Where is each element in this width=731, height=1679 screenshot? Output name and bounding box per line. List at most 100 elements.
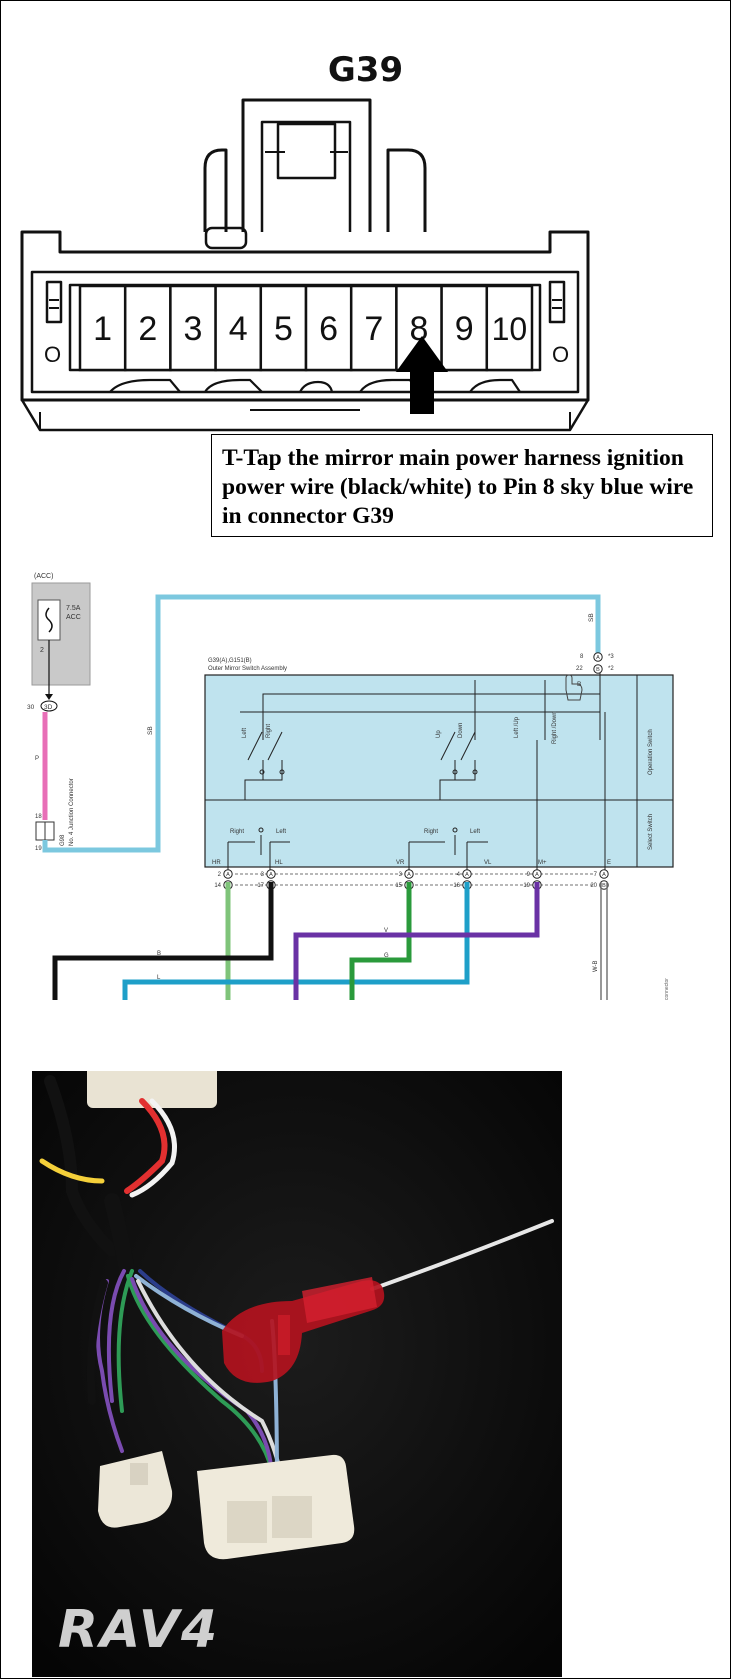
switch-left: Left [242,728,248,738]
rav4-logo: RAV4 [58,1600,219,1660]
junction-code: G98 [60,834,66,846]
pin-cell-2 [123,284,172,372]
pin-cell-5 [259,284,308,372]
fuse-name: ACC [66,614,81,621]
switch-down: Down [458,723,464,738]
terminal-a-3 [266,869,276,879]
pin-label-2: 2 [138,310,157,348]
terminal-pin-number: 7 [594,872,598,878]
connector-3d: 3D [44,704,53,711]
junction-pin-top: 18 [35,814,42,820]
left-marker: O [44,342,61,367]
instruction-callout: T-Tap the mirror main power harness igni… [211,434,713,537]
sb-terminal-b [593,664,603,674]
note-a: *3 [608,654,614,660]
terminal-letter: B [602,883,606,889]
select-switch-label: Select Switch [648,814,654,850]
terminal-b-20 [599,880,609,890]
term-e: E [607,860,611,866]
wire-g-label: G [384,953,389,959]
select-left-1: Left [276,829,286,835]
terminal-pin-number: 2 [218,872,222,878]
harness-photo: RAV4 [32,1071,562,1677]
switch-right-down: Right /Down [552,711,558,744]
t-tap-connector-icon [222,1277,385,1383]
connector-3d-pin: 30 [27,704,35,711]
sb-pin-b: 22 [576,666,583,672]
junction-pin-bottom: 19 [35,846,42,852]
fuse-rating: 7.5A [66,605,81,612]
pin-cell-7 [349,284,398,372]
pin-cell-10 [485,284,534,372]
sb-terminal-a [593,652,603,662]
pin-label-5: 5 [274,310,293,348]
arrow-icon [396,336,448,414]
select-right-2: Right [424,829,438,835]
connector-latch [241,98,372,232]
terminal-letter: B [596,667,600,673]
term-vl: VL [484,860,492,866]
switch-right: Right [266,724,272,738]
term-hr: HR [212,860,221,866]
terminal-letter: A [596,655,600,661]
pin-label-1: 1 [93,310,112,348]
term-mplus: M+ [538,860,547,866]
connector-title: G39 [327,50,404,90]
terminal-letter: A [226,872,230,878]
pin-cell-6 [304,284,353,372]
assembly-code: G39(A),G151(B) [208,658,252,664]
wire-v-label: V [384,928,388,934]
terminal-a-9 [532,869,542,879]
wire-wb-label: W-B [593,960,599,972]
terminal-pin-number: 14 [214,883,221,889]
pin-label-7: 7 [364,310,383,348]
fuse-power-label: (ACC) [34,573,53,580]
wire-l-label: L [157,975,161,981]
select-left-2: Left [470,829,480,835]
term-vr: VR [396,860,405,866]
terminal-letter: A [269,872,273,878]
pin-label-10: 10 [492,311,528,347]
terminal-pin-number: 20 [590,883,597,889]
small-connector-icon [98,1451,173,1528]
terminal-pin-number: 16 [453,883,460,889]
connector-housing [20,230,590,402]
terminal-pin-number: 9 [527,872,531,878]
hand-cursor-icon [565,674,583,701]
terminal-letter: A [602,872,606,878]
terminal-pin-number: 4 [457,872,461,878]
terminal-letter: A [465,872,469,878]
terminal-a-2 [223,869,233,879]
terminal-pin-number: 17 [257,883,264,889]
terminal-letter: A [407,872,411,878]
terminal-a-4 [462,869,472,879]
multi-pin-connector-icon [197,1454,355,1560]
switch-left-up: Left /Up [514,716,520,738]
terminal-pin-number: 3 [261,872,265,878]
pin-label-3: 3 [184,310,203,348]
corner-text: connector [664,978,670,1000]
fuse-pin: 2 [40,647,44,654]
assembly-name: Outer Mirror Switch Assembly [208,666,287,672]
terminal-letter: A [535,872,539,878]
pin-label-9: 9 [455,310,474,348]
wire-p-label: P [35,756,39,762]
junction-name: No. 4 Junction Connector [69,778,75,846]
terminal-pin-number: 15 [395,883,402,889]
pin-label-6: 6 [319,310,338,348]
terminal-a-7 [599,869,609,879]
top-connector-icon [87,1071,217,1108]
terminal-pin-number: 19 [523,883,530,889]
pin-label-4: 4 [229,310,248,348]
wire-sb-right: SB [588,613,595,622]
sb-pin-a: 8 [580,654,584,660]
switch-up: Up [436,730,442,738]
pin-cell-1 [78,284,127,372]
note-b: *2 [608,666,614,672]
wire-sb-left: SB [147,726,154,735]
wire-b-label: B [157,951,161,957]
right-marker: O [552,342,569,367]
